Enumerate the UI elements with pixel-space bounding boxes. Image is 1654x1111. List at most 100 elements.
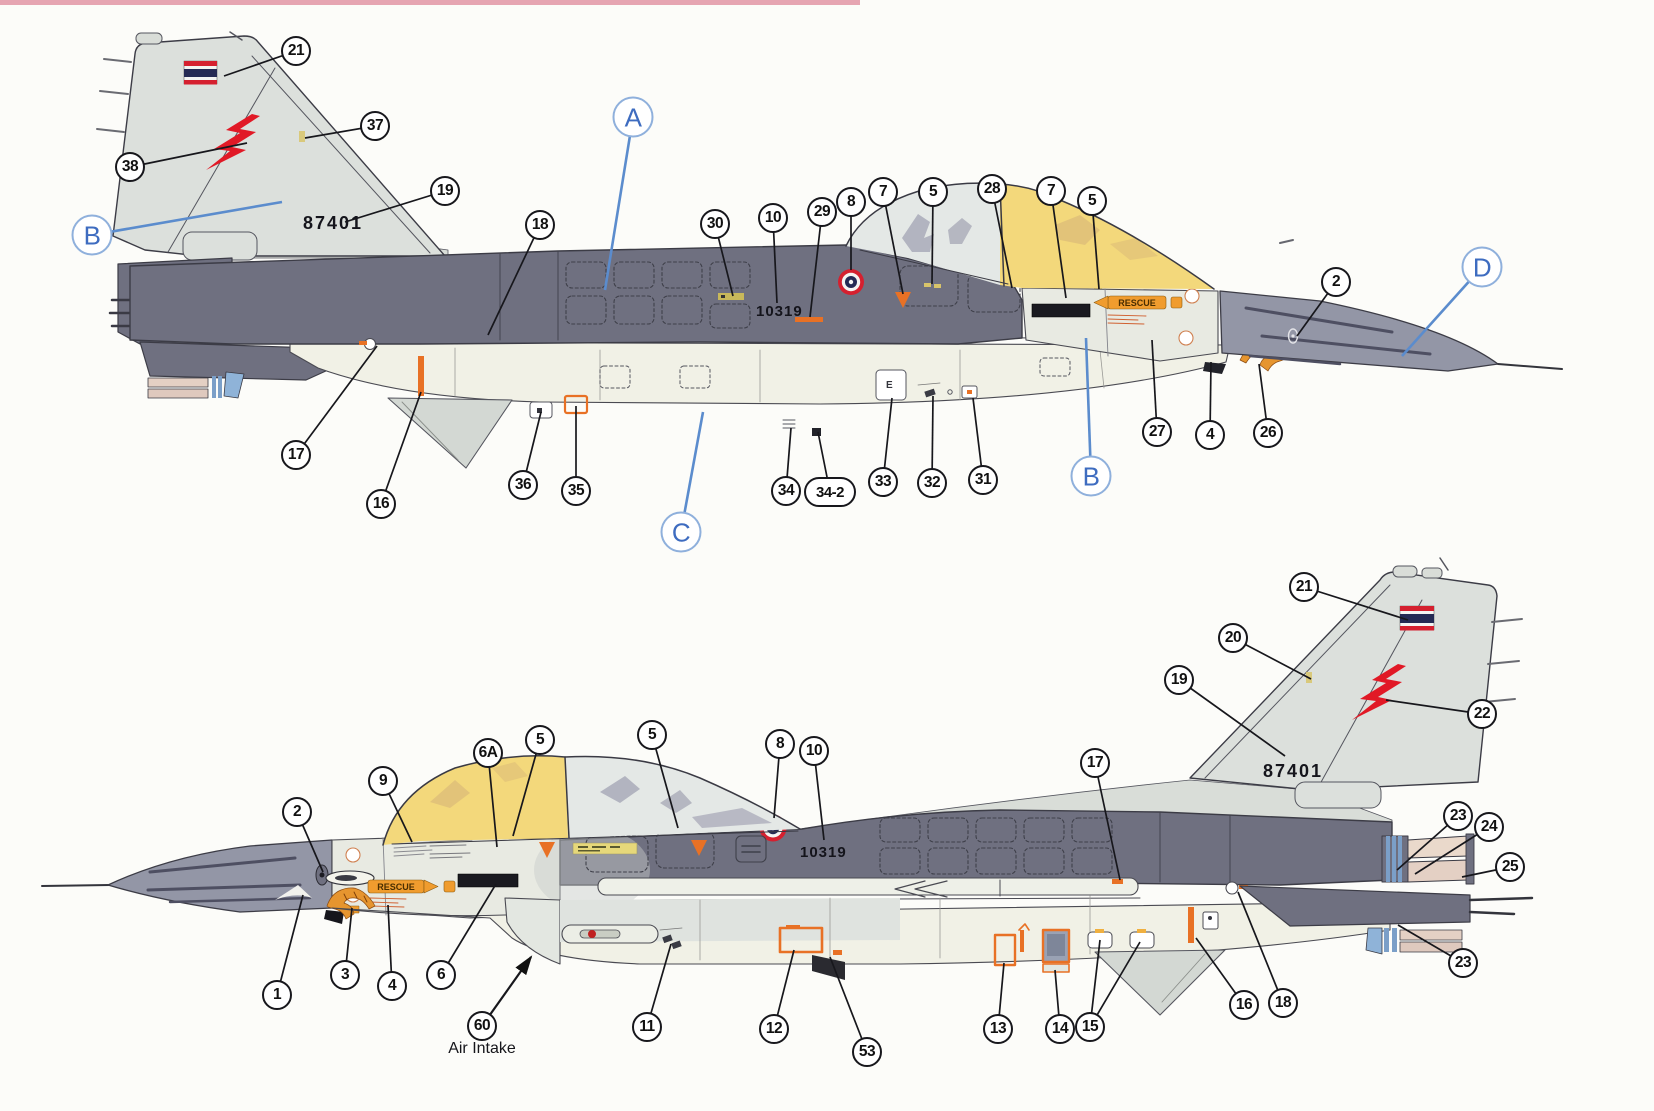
ventral-fin [387, 397, 513, 469]
callout-29: 29 [807, 197, 837, 227]
callout-B: B [1070, 455, 1112, 497]
callout-37: 37 [360, 111, 390, 141]
yellow-tick-5a [924, 283, 931, 287]
callout-17: 17 [281, 440, 311, 470]
orange-arrow-13 [1018, 923, 1030, 931]
fuselage-number-text: 10319 [756, 303, 803, 320]
callout-4: 4 [1195, 420, 1225, 450]
tiger-decal [326, 887, 376, 920]
callout-5: 5 [1077, 186, 1107, 216]
nose-gear-door-mark [1203, 362, 1226, 374]
small-panel [1202, 911, 1219, 930]
yellow-tick-5b [934, 284, 941, 288]
callout-33: 33 [868, 467, 898, 497]
orange-triangle-decal-5b [691, 840, 707, 856]
callout-34-2: 34-2 [804, 477, 856, 507]
bottom-aircraft-illustration: 87401 [41, 557, 1534, 1016]
port-circle-18 [1225, 881, 1239, 895]
callout-3: 3 [330, 960, 360, 990]
orange-outline-decal-12 [778, 926, 824, 954]
callout-11: 11 [632, 1012, 662, 1042]
vertical-fin [96, 31, 446, 261]
callout-35: 35 [561, 476, 591, 506]
callout-C: C [660, 511, 702, 553]
black-placard-decal-27 [1031, 303, 1091, 318]
orange-outline-decal-13 [993, 933, 1017, 967]
stencil-mark-20 [1306, 672, 1312, 683]
callout-12: 12 [759, 1014, 789, 1044]
callout-38: 38 [115, 152, 145, 182]
svg-text:RESCUE: RESCUE [1118, 298, 1156, 308]
upper-fuselage [129, 244, 1023, 345]
orange-tick-decal-17 [1112, 879, 1123, 884]
scan-edge-artifact [0, 0, 860, 5]
callout-10: 10 [758, 203, 788, 233]
callout-2: 2 [282, 797, 312, 827]
callout-26: 26 [1253, 418, 1283, 448]
stencil-34 [782, 419, 796, 429]
svg-text:E: E [886, 380, 893, 391]
panel-36-glyph [537, 408, 542, 413]
yellow-placard-decal-30 [718, 293, 744, 300]
callout-60: 60 [467, 1011, 497, 1041]
stencil-mark-37 [299, 131, 305, 142]
svg-text:RESCUE: RESCUE [377, 882, 415, 892]
callout-1: 1 [262, 980, 292, 1010]
callout-25: 25 [1495, 852, 1525, 882]
gun-port-panel [735, 835, 767, 863]
callout-6A: 6A [473, 738, 503, 768]
callout-24: 24 [1474, 812, 1504, 842]
callout-20: 20 [1218, 623, 1248, 653]
small-panel-dot [1208, 916, 1212, 920]
callout-23: 23 [1443, 801, 1473, 831]
orange-triangle-decal-7a [895, 292, 911, 308]
callout-27: 27 [1142, 417, 1172, 447]
orange-tick-17 [359, 341, 367, 345]
callout-A: A [612, 96, 654, 138]
callout-7: 7 [1036, 176, 1066, 206]
callout-5: 5 [525, 725, 555, 755]
callout-21: 21 [1289, 572, 1319, 602]
callout-34: 34 [771, 476, 801, 506]
orange-bracket-13 [1020, 930, 1024, 952]
roundel-decal [838, 269, 864, 295]
yellow-strip-specks [578, 846, 620, 852]
lower-fuselage [289, 341, 1231, 469]
callout-10: 10 [799, 736, 829, 766]
yellow-data-strip-decal [572, 842, 638, 855]
black-placard-decal-6 [457, 873, 519, 888]
callout-22: 22 [1467, 699, 1497, 729]
stencil-11 [659, 927, 683, 950]
lightning-bolt-decal [1352, 664, 1406, 720]
missile-rail [597, 877, 1141, 901]
vertical-fin [1189, 557, 1523, 809]
panel-31 [947, 385, 978, 399]
callout-32: 32 [917, 468, 947, 498]
callout-53: 53 [852, 1037, 882, 1067]
radome [1219, 239, 1563, 372]
air-intake-label: Air Intake [448, 1040, 516, 1057]
ventral-fin [1094, 949, 1226, 1016]
callout-4: 4 [377, 971, 407, 1001]
yellow-placard-detail [721, 295, 725, 298]
callout-17: 17 [1080, 748, 1110, 778]
air-intake-lip [504, 897, 561, 965]
callout-16: 16 [1229, 990, 1259, 1020]
callout-28: 28 [977, 174, 1007, 204]
orange-triangle-decal-5a [539, 842, 555, 858]
callout-5: 5 [637, 720, 667, 750]
rescue-arrow-decal: RESCUE [367, 879, 456, 908]
upper-fuselage [559, 809, 1393, 886]
orange-tick-12 [786, 925, 800, 929]
tail-number-text: 87401 [1263, 761, 1323, 781]
tail-number-text: 87401 [303, 213, 363, 233]
callout-6: 6 [426, 960, 456, 990]
fuselage-number-text: 10319 [800, 844, 847, 861]
callout-18: 18 [525, 210, 555, 240]
callout-B: B [71, 214, 113, 256]
callout-31: 31 [968, 465, 998, 495]
thai-flag-decal [183, 60, 218, 85]
callout-9: 9 [368, 766, 398, 796]
callout-19: 19 [430, 176, 460, 206]
